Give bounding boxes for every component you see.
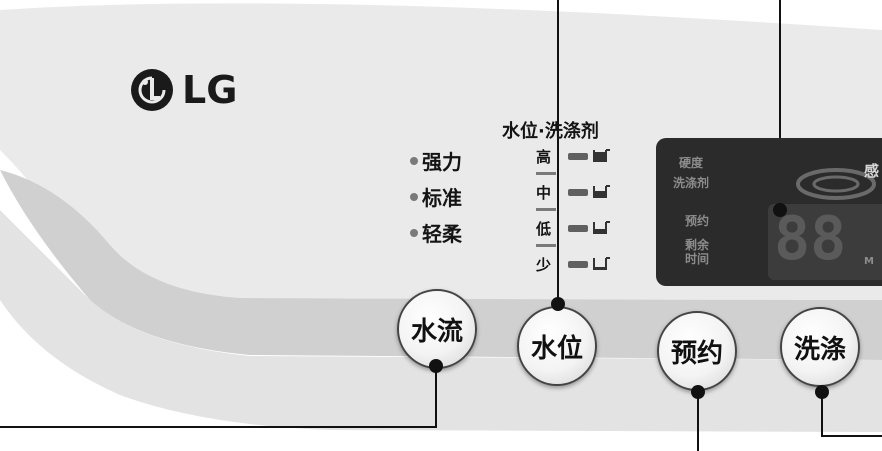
panel-front-edge [0,210,882,432]
water-level-button-label: 水位 [530,333,583,364]
water-flow-button[interactable]: 水流 [397,289,477,369]
tub-full-icon [593,149,610,162]
mode-bullet [410,157,418,165]
wash-button[interactable]: 洗涤 [780,307,860,387]
tub-medium-icon [593,185,610,198]
display-label-detergent: 洗涤剂 [672,176,709,190]
wash-button-label: 洗涤 [793,334,846,365]
level-low: 低 [536,220,552,238]
mode-standard: 标准 [422,186,462,210]
water-level-button[interactable]: 水位 [517,306,597,386]
level-indicator-low [568,225,588,232]
level-divider [536,208,556,211]
tub-low-icon [593,221,610,234]
callout-line-wash [821,392,882,437]
lg-face-icon [131,69,173,111]
level-indicator-medium [568,189,588,196]
water-level-heading: 水位·洗涤剂 [502,121,599,142]
level-little: 少 [536,256,552,274]
level-high: 高 [536,148,552,166]
mode-bullet [410,193,418,201]
panel-lower-surface [0,170,882,360]
callout-line-water-flow [0,366,437,428]
level-divider [536,244,556,247]
lcd-display: 硬度 洗涤剂 预约 剩余 时间 感 88 M [656,138,882,286]
mode-bullet [410,229,418,237]
display-label-remaining: 剩余 [684,238,709,252]
display-unit: M [864,256,874,267]
display-sense-label: 感 [864,162,880,180]
mode-gentle: 轻柔 [422,222,462,246]
level-indicator-little [568,261,588,268]
level-divider [536,172,556,175]
water-flow-button-label: 水流 [410,316,463,347]
display-label-hardness: 硬度 [678,156,703,170]
digit-window [768,204,882,280]
hardness-swirl-icon [796,168,876,200]
display-label-reserve: 预约 [684,214,709,228]
tub-minimal-icon [593,257,610,270]
mode-strong: 强力 [422,150,462,174]
display-digits: 88 [774,204,847,274]
reserve-button-label: 预约 [670,338,723,369]
display-label-time: 时间 [684,252,709,266]
level-medium: 中 [536,184,552,202]
logo-text: LG [182,68,238,112]
level-indicator-high [568,153,588,160]
reserve-button[interactable]: 预约 [657,311,737,391]
